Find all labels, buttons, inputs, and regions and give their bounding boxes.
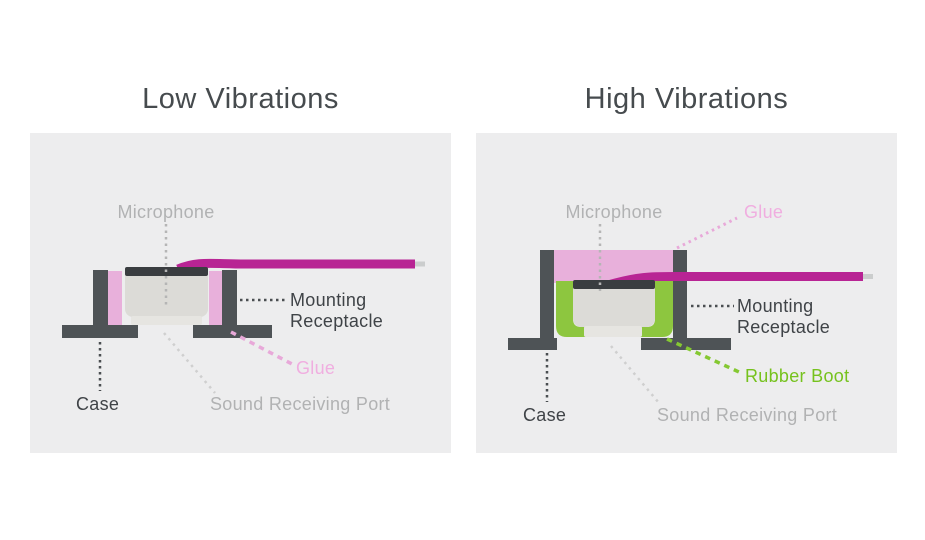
high-vibrations-diagram <box>508 216 873 404</box>
mounting-receptacle-label-line2: Receptacle <box>290 311 384 331</box>
cable-tip <box>863 274 873 279</box>
microphone-label: Microphone <box>565 202 663 222</box>
microphone-label: Microphone <box>117 202 215 222</box>
sound-receiving-port-label: Sound Receiving Port <box>657 405 838 425</box>
low-vibrations-title: Low Vibrations <box>142 83 339 115</box>
microphone-port-step <box>131 316 202 325</box>
mounting-receptacle-label-line2: Receptacle <box>737 317 831 337</box>
mounting-receptacle-wall-right <box>222 270 237 326</box>
case-plate-left <box>508 338 557 350</box>
mounting-receptacle-label-line1: Mounting <box>737 296 814 316</box>
low-vibrations-diagram <box>62 224 425 394</box>
rubber-boot-label: Rubber Boot <box>745 366 850 386</box>
microphone-cap <box>573 280 655 289</box>
mounting-receptacle-wall-left <box>93 270 108 326</box>
microphone-port-step <box>584 326 642 337</box>
microphone-body <box>573 281 655 327</box>
microphone-body <box>125 270 208 317</box>
cable-tip <box>415 261 425 267</box>
case-label: Case <box>523 405 567 425</box>
case-plate-left <box>62 325 138 338</box>
rubber-boot <box>556 281 673 337</box>
case-label: Case <box>76 394 120 414</box>
mounting-receptacle-label-line1: Mounting <box>290 290 367 310</box>
glue-strip-right <box>209 271 222 325</box>
mounting-receptacle-wall-left <box>540 250 554 338</box>
flex-cable <box>176 258 415 274</box>
glue-label: Glue <box>296 358 336 378</box>
glue-label: Glue <box>744 202 784 222</box>
high-vibrations-title: High Vibrations <box>584 83 789 115</box>
glue-leader-line <box>230 330 293 366</box>
sound-port-leader-line <box>163 332 216 394</box>
mounting-receptacle-label: Mounting Receptacle <box>290 290 383 332</box>
case-plate-right <box>641 338 731 350</box>
glue-strip-left <box>108 271 122 325</box>
mounting-receptacle-label: Mounting Receptacle <box>737 296 830 338</box>
mounting-receptacle-wall-right <box>673 250 687 338</box>
rubber-boot-leader-line <box>666 337 740 374</box>
sound-receiving-port-label: Sound Receiving Port <box>210 394 391 414</box>
sound-port-leader-line <box>610 345 660 404</box>
glue-leader-line <box>676 216 738 250</box>
